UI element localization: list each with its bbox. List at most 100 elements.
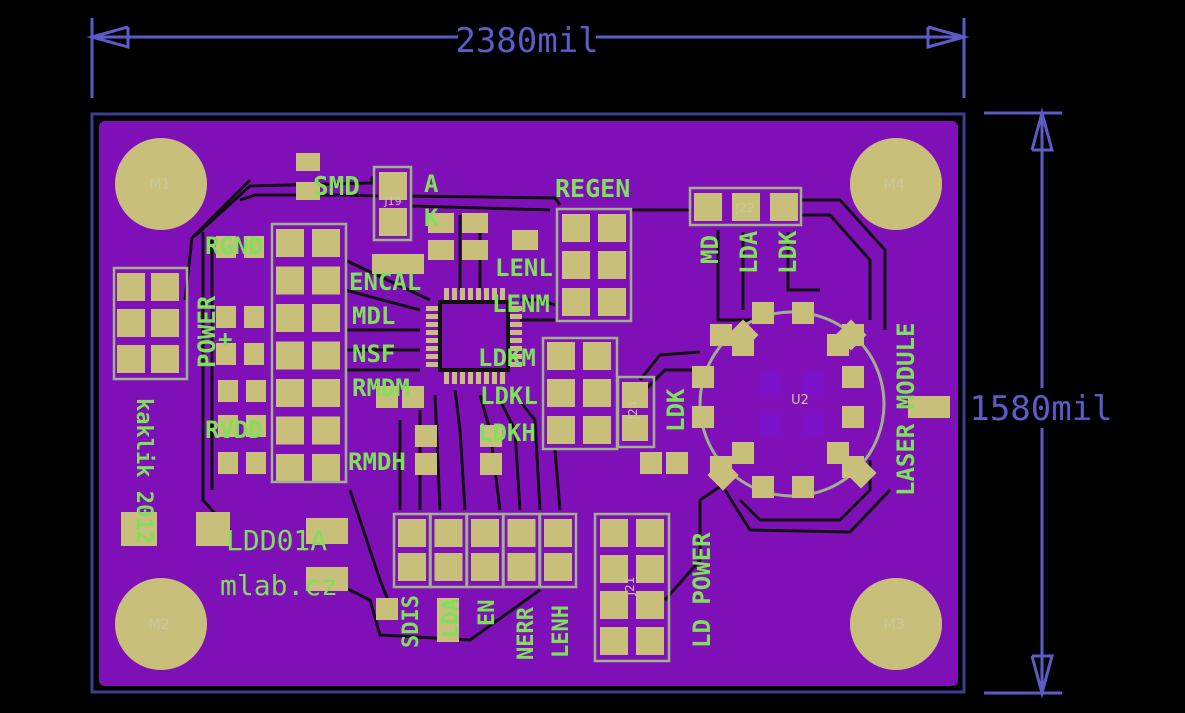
pad <box>246 452 266 474</box>
pad <box>379 172 407 200</box>
j22-outline <box>688 186 803 227</box>
pad <box>510 314 522 319</box>
label-nerr: NERR <box>514 606 539 660</box>
pad <box>640 452 662 474</box>
label-en: EN <box>475 600 500 627</box>
label-rvdd: RVDD <box>205 416 263 444</box>
pad <box>426 346 438 351</box>
pad <box>151 345 179 373</box>
pad <box>428 213 454 233</box>
pad <box>117 309 145 337</box>
pad <box>462 213 488 233</box>
jumper-block-outline <box>270 222 348 484</box>
pad <box>471 553 499 581</box>
pad <box>636 627 664 655</box>
pad <box>480 425 502 447</box>
label-k: K <box>424 204 439 232</box>
pad <box>468 372 473 384</box>
pad <box>276 266 304 295</box>
pad <box>434 553 463 581</box>
pad <box>276 341 304 370</box>
j21-label: J21 <box>623 577 637 597</box>
pad <box>480 453 502 475</box>
pad <box>908 396 930 418</box>
pad <box>216 236 236 258</box>
regen-block-outline <box>555 207 633 323</box>
j22-label: J22 <box>735 201 755 215</box>
pad <box>306 567 348 591</box>
pad <box>426 330 438 335</box>
pad <box>583 379 611 407</box>
j24-label: J24 <box>626 401 640 421</box>
pad <box>246 380 266 402</box>
pad <box>460 288 465 300</box>
pad <box>244 236 264 258</box>
pad <box>117 273 145 301</box>
label-regen: REGEN <box>555 174 630 203</box>
mounting-hole-label: M4 <box>884 177 905 193</box>
pad <box>426 322 438 327</box>
label-rmdm: RMDM <box>352 374 410 402</box>
pad <box>507 519 536 547</box>
mounting-hole-label: M3 <box>884 617 905 633</box>
pad <box>312 304 340 332</box>
pad <box>707 459 739 491</box>
pad <box>510 354 522 359</box>
pad <box>312 341 340 370</box>
j21-outline <box>593 512 671 663</box>
pad <box>218 452 238 474</box>
bottom-jumper-outline <box>538 512 578 589</box>
pad <box>276 416 304 445</box>
pad <box>600 627 628 655</box>
pad <box>379 208 407 236</box>
width-dimension <box>86 18 970 98</box>
pad <box>547 379 575 407</box>
pad <box>636 591 664 619</box>
pad <box>562 251 590 279</box>
pad <box>121 512 157 546</box>
pad <box>276 229 304 257</box>
pad <box>600 519 628 547</box>
label-ldkl: LDKL <box>480 382 538 410</box>
label-mdl: MDL <box>352 302 395 330</box>
label-lda-bottom: LDA <box>439 598 464 638</box>
pad <box>312 229 340 257</box>
pad <box>296 153 320 171</box>
pad <box>296 182 320 200</box>
pad <box>376 598 398 620</box>
pad <box>694 193 722 221</box>
j19-outline <box>372 165 413 242</box>
label-ldkh: LDKH <box>478 419 536 447</box>
j24-outline <box>616 375 656 449</box>
pad <box>398 553 426 581</box>
pad <box>398 254 424 274</box>
pad <box>500 372 505 384</box>
label-lenm: LENM <box>492 290 550 318</box>
pad <box>312 379 340 407</box>
label-url: mlab.cz <box>220 569 338 602</box>
pad <box>842 366 864 388</box>
pad <box>476 288 481 300</box>
pad <box>792 476 814 498</box>
pad <box>444 372 449 384</box>
pad <box>727 319 759 351</box>
pad <box>598 288 626 316</box>
label-rmdh: RMDH <box>348 448 406 476</box>
pad <box>492 288 497 300</box>
pad <box>484 372 489 384</box>
pad <box>732 193 760 221</box>
pad <box>510 362 522 367</box>
pad <box>216 306 236 328</box>
pad <box>216 343 236 365</box>
pad <box>428 240 454 260</box>
pad <box>770 193 798 221</box>
label-sdis: SDIS <box>399 595 424 648</box>
pad <box>598 251 626 279</box>
pad <box>426 338 438 343</box>
pad <box>452 288 457 300</box>
laser-module-footprint: U2 <box>692 302 886 498</box>
pad <box>372 254 398 274</box>
label-encal: ENCAL <box>349 268 421 296</box>
pad <box>415 425 437 447</box>
pad <box>151 309 179 337</box>
